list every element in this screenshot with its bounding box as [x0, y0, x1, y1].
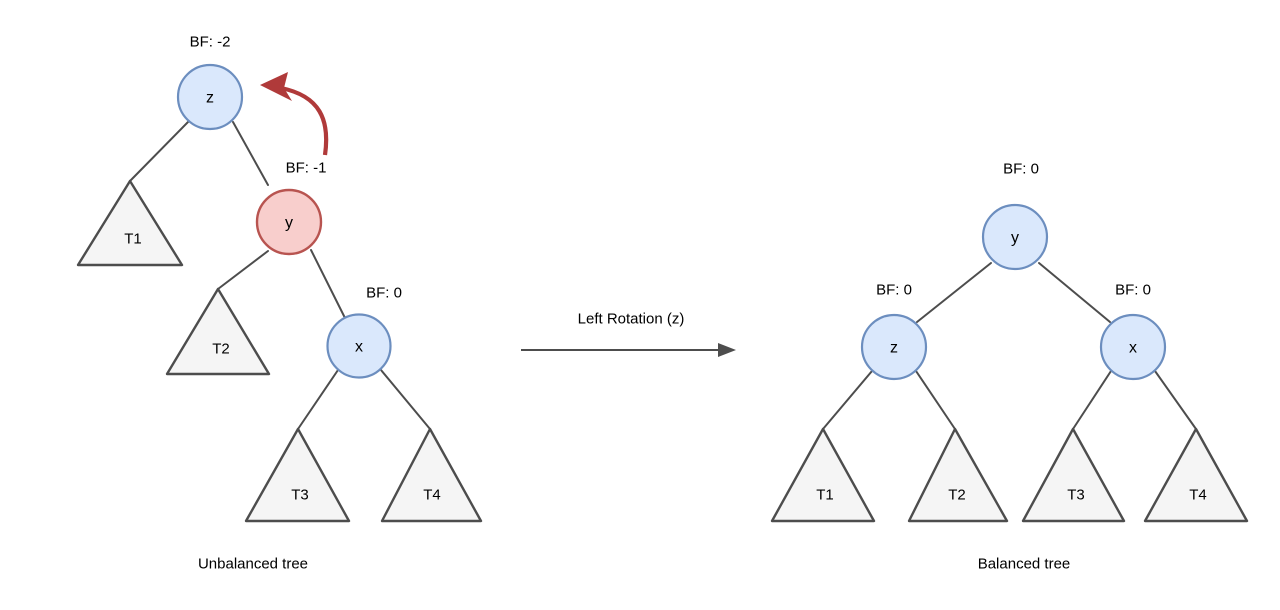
subtree-label: T1 — [124, 231, 142, 248]
subtree-t1: T1 — [770, 427, 876, 523]
node-label: z — [206, 90, 214, 107]
subtree-label: T3 — [1067, 487, 1085, 504]
subtree-triangle — [76, 179, 184, 267]
subtree-label: T3 — [291, 487, 309, 504]
edge-z-to-y — [232, 121, 269, 186]
unbalanced-tree-group: T1 T2 T3 T4 BF: -2 z BF: -1 — [76, 34, 483, 573]
subtree-label: T4 — [1189, 487, 1207, 504]
node-z-balanced[interactable]: BF: 0 z — [860, 282, 928, 381]
left-rotation-curved-arrow — [260, 72, 329, 156]
edge-x-to-t3 — [297, 369, 339, 430]
edge-x-to-t4 — [1154, 370, 1197, 430]
bf-label-y: BF: 0 — [1003, 161, 1039, 178]
balanced-tree-caption: Balanced tree — [978, 556, 1071, 573]
node-x-unbalanced[interactable]: BF: 0 x — [326, 285, 402, 379]
subtree-triangle — [244, 427, 351, 523]
node-label: x — [1129, 340, 1137, 357]
node-x-balanced[interactable]: BF: 0 x — [1099, 282, 1167, 381]
subtree-label: T2 — [948, 487, 966, 504]
subtree-t2: T2 — [165, 287, 271, 376]
bf-label-z: BF: -2 — [190, 34, 231, 51]
subtree-triangle — [770, 427, 876, 523]
node-circle[interactable] — [255, 188, 323, 256]
node-circle[interactable] — [860, 313, 928, 381]
edge-z-to-t1 — [129, 121, 189, 182]
subtree-t2: T2 — [907, 427, 1009, 523]
subtree-triangle — [380, 427, 483, 523]
subtree-t3: T3 — [1021, 427, 1126, 523]
subtree-t4: T4 — [380, 427, 483, 523]
transition-arrow-group: Left Rotation (z) — [521, 311, 736, 357]
node-y-unbalanced[interactable]: BF: -1 y — [255, 160, 327, 256]
subtree-t3: T3 — [244, 427, 351, 523]
subtree-label: T2 — [212, 341, 230, 358]
subtree-t1: T1 — [76, 179, 184, 267]
edge-z-to-t1 — [822, 370, 873, 430]
node-circle[interactable] — [326, 313, 392, 379]
edge-y-to-x — [1038, 262, 1111, 323]
subtree-triangle — [1143, 427, 1249, 523]
node-circle[interactable] — [176, 63, 244, 131]
node-label: z — [890, 340, 898, 357]
subtree-t4: T4 — [1143, 427, 1249, 523]
node-label: x — [355, 339, 363, 356]
subtree-triangle — [1021, 427, 1126, 523]
node-z-unbalanced[interactable]: BF: -2 z — [176, 34, 244, 131]
bf-label-x: BF: 0 — [1115, 282, 1151, 299]
subtree-triangle — [165, 287, 271, 376]
edge-y-to-t2 — [217, 250, 269, 290]
unbalanced-tree-caption: Unbalanced tree — [198, 556, 308, 573]
bf-label-y: BF: -1 — [286, 160, 327, 177]
edge-x-to-t4 — [380, 369, 431, 430]
node-y-balanced[interactable]: BF: 0 y — [981, 161, 1049, 271]
node-circle[interactable] — [981, 203, 1049, 271]
subtree-triangle — [907, 427, 1009, 523]
node-label: y — [285, 215, 293, 232]
edge-z-to-t2 — [915, 370, 956, 430]
curved-arrow-head — [260, 72, 292, 101]
subtree-label: T4 — [423, 487, 441, 504]
transition-arrow-head — [718, 343, 736, 357]
node-circle[interactable] — [1099, 313, 1167, 381]
edge-y-to-x — [310, 249, 346, 319]
edge-y-to-z — [916, 262, 992, 323]
subtree-label: T1 — [816, 487, 834, 504]
bf-label-z: BF: 0 — [876, 282, 912, 299]
balanced-tree-group: T1 T2 T3 T4 BF: 0 y BF: 0 — [770, 161, 1249, 573]
bf-label-x: BF: 0 — [366, 285, 402, 302]
edge-x-to-t3 — [1072, 370, 1112, 430]
curved-arrow-path — [280, 85, 329, 156]
rotation-label: Left Rotation (z) — [578, 311, 685, 328]
node-label: y — [1011, 230, 1019, 247]
